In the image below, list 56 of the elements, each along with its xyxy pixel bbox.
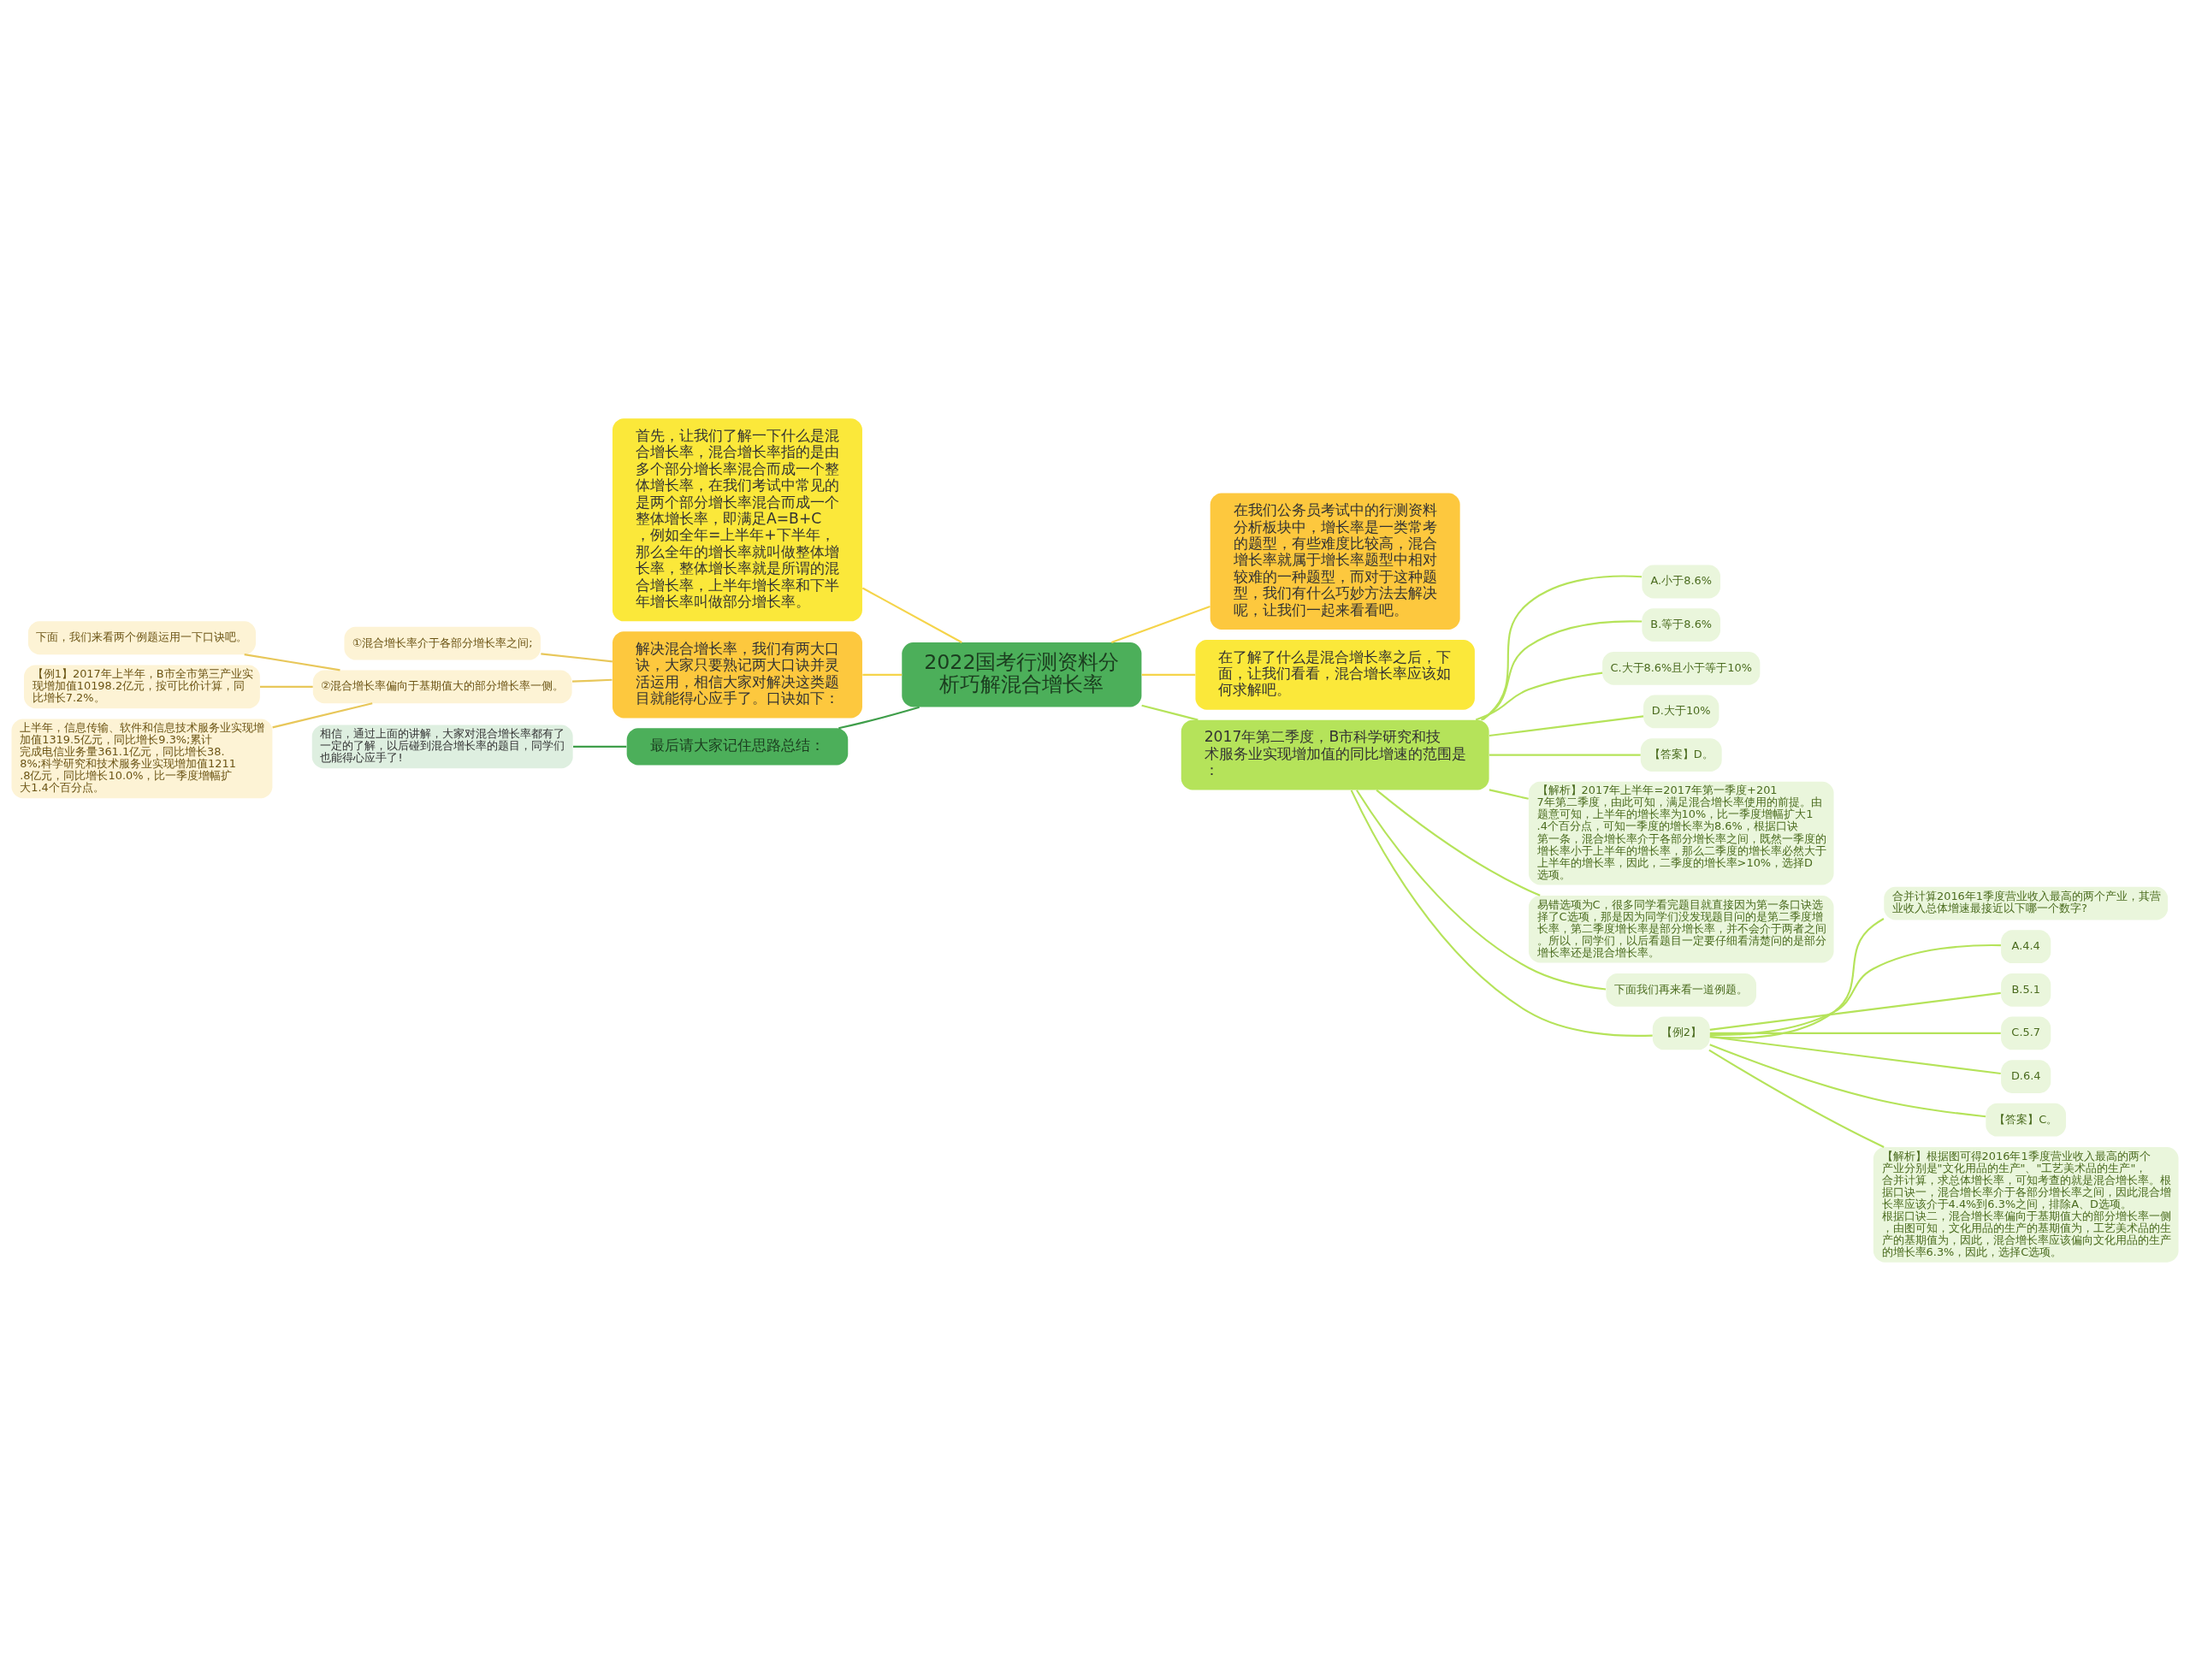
node-box: 【例2】 [1652,1016,1710,1050]
connector [244,653,340,671]
connector [862,673,903,676]
node-box: 上半年，信息传输、软件和信息技术服务业实现增加值1319.5亿元，同比增长9.3%;累计完成电信业务量361.1亿元，同比增长38.8%;科学研究和技术服务业实现增加值1211.8亿元，同比增长10.0%，比一季度增幅扩大1.4个百分点。 [11,719,273,798]
connector [1709,1032,2001,1034]
node-box: 相信，通过上面的讲解，大家对混合增长率都有了一定的了解，以后碰到混合增长率的题目，同学们也能得心应手了! [311,725,573,768]
connector [1489,714,1644,736]
connector [1356,789,1607,991]
node-box: D.6.4 [2001,1059,2051,1093]
connector [272,701,373,728]
node-box: 【答案】D。 [1640,737,1722,772]
connector [1489,788,1529,800]
connector [1376,789,1541,896]
connector [1350,789,1653,1037]
connector [541,652,613,662]
connector [1141,673,1196,676]
connector [838,706,920,729]
node-box: ①混合增长率介于各部分增长率之间; [344,626,541,660]
node-box: D.大于10% [1643,695,1719,728]
connector [1480,619,1642,720]
node-box: A.4.4 [2001,929,2051,963]
node-box: 易错选项为C，很多同学看完题目就直接因为第一条口诀选择了C选项，那是因为同学们没发现题目问的是第二季度增长率，第二季度增长率是部分增长率，并不会介于两者之间。所以，同学们，以后看题目一定要仔细看清楚问的是部分增长率还是混合增长率。 [1528,895,1834,963]
node-box: ②混合增长率偏向于基期值大的部分增长率一侧。 [312,669,572,703]
connector [1709,991,2001,1031]
node-box: C.大于8.6%且小于等于10% [1602,651,1761,685]
connector [1489,754,1641,756]
connector [573,745,627,748]
node-box: 在我们公务员考试中的行测资料分析板块中，增长率是一类常考的题型，有些难度比较高，混合增长率就属于增长率题型中相对较难的一种题型，而对于这种题型，我们有什么巧妙方法去解决呢，让我们一起来看看吧。 [1210,493,1460,630]
node-box: B.等于8.6% [1642,607,1721,642]
connector [1110,605,1210,643]
node-box: 【例1】2017年上半年，B市全市第三产业实现增加值10198.2亿元，按可比价计算，同比增长7.2%。 [24,665,260,708]
node-box: 合并计算2016年1季度营业收入最高的两个产业，其营业收入总体增速最接近以下哪一个数字? [1884,886,2169,920]
node-box: 解决混合增长率，我们有两大口诀，大家只要熟记两大口诀并灵活运用，相信大家对解决这类题目就能得心应手了。口诀如下： [612,630,862,718]
node-box: C.5.7 [2001,1016,2051,1050]
connector [1475,671,1603,720]
node-box: 最后请大家记住思路总结： [626,727,849,765]
connector [861,587,962,643]
connector [260,685,313,688]
node-box: 首先，让我们了解一下什么是混合增长率，混合增长率指的是由多个部分增长率混合而成一个整体增长率，在我们考试中常见的是两个部分增长率混合而成一个整体增长率，即满足A=B+C，例如全年=上半年+下半年，那么全年的增长率就叫做整体增长率，整体增长率就是所谓的混合增长率，上半年增长率和下半年增长率叫做部分增长率。 [612,417,862,621]
node-box: 【解析】2017年上半年=2017年第一季度+2017年第二季度，由此可知，满足混合增长率使用的前提。由题意可知，上半年的增长率为10%，比一季度增幅扩大1.4个百分点，可知一季度的增长率为8.6%，根据口诀第一条，混合增长率介于各部分增长率之间，既然一季度的增长率小于上半年的增长率，那么二季度的增长率必然大于上半年的增长率，因此，二季度的增长率>10%，选择D选项。 [1528,781,1834,884]
node-box: A.小于8.6% [1642,565,1721,598]
connector [1709,944,2001,1036]
node-box: 在了解了什么是混合增长率之后，下面，让我们看看，混合增长率应该如何求解吧。 [1195,639,1475,710]
connector [1708,1049,1885,1148]
node-box: B.5.1 [2001,973,2051,1007]
node-box: 下面，我们来看两个例题运用一下口诀吧。 [27,620,256,654]
connector [1482,575,1642,720]
connector [1709,1035,2001,1074]
node-box: 【解析】根据图可得2016年1季度营业收入最高的两个产业分别是"文化用品的生产"、"工艺美术品的生产"，合并计算，求总体增长率，可知考查的就是混合增长率。根据口诀一，混合增长率介于各部分增长率之间，因此混合增长率应该介于4.4%到6.3%之间，排除A、D选项。根据口诀二，混合增长率偏向于基期值大的部分增长率一侧，由图可知，文化用品的生产的基期值为，工艺美术品的生产的基期值为，因此，混合增长率应该偏向文化用品的生产的增长率6.3%，因此，选择C选项。 [1873,1146,2179,1263]
connector [572,678,613,683]
node-box: 2022国考行测资料分析巧解混合增长率 [902,642,1142,707]
connector [1141,704,1199,721]
connector [1709,1043,1986,1117]
node-box: 2017年第二季度，B市科学研究和技术服务业实现增加值的同比增速的范围是： [1181,719,1489,790]
node-box: 下面我们再来看一道例题。 [1606,973,1757,1007]
node-box: 【答案】C。 [1986,1103,2067,1137]
